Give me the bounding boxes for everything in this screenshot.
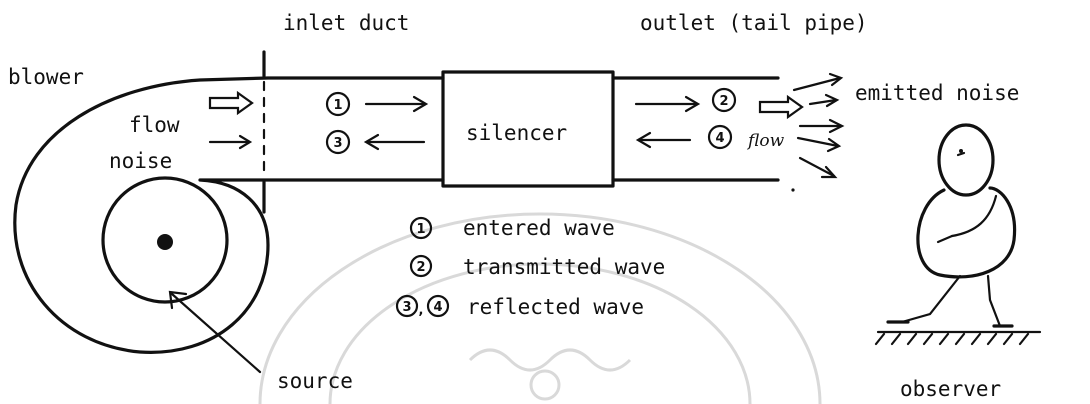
legend-text-entered: entered wave xyxy=(463,216,615,240)
wave-marker-4: 4 xyxy=(707,124,733,150)
observer-label: observer xyxy=(900,377,1001,401)
svg-text:3: 3 xyxy=(402,300,411,315)
svg-text:2: 2 xyxy=(416,260,425,275)
svg-text:3: 3 xyxy=(333,136,342,151)
flow-arrow-inlet xyxy=(208,90,254,116)
flow-arrow-outlet xyxy=(758,94,804,120)
wave-marker-1: 1 xyxy=(325,91,351,117)
source-arrow xyxy=(168,290,262,374)
svg-text:1: 1 xyxy=(333,98,342,113)
wave-marker-2: 2 xyxy=(711,87,737,113)
wave-3-arrow xyxy=(363,133,426,151)
blower-label: blower xyxy=(8,65,84,89)
svg-text:1: 1 xyxy=(416,222,425,237)
svg-text:4: 4 xyxy=(433,300,442,315)
outlet-flow-label: flow xyxy=(746,131,785,151)
source-label: source xyxy=(277,369,353,393)
emitted-noise-arrows xyxy=(791,72,845,192)
svg-text:2: 2 xyxy=(719,94,728,109)
legend-text-transmitted: transmitted wave xyxy=(463,255,665,279)
inlet-duct-label: inlet duct xyxy=(283,11,409,35)
watermark xyxy=(258,212,822,404)
silencer-box xyxy=(441,70,615,188)
wave-2-arrow xyxy=(634,95,701,113)
wave-1-arrow xyxy=(364,95,429,113)
blower-hub xyxy=(157,234,173,250)
wave-4-arrow xyxy=(635,131,692,149)
wave-marker-3: 3 xyxy=(325,129,351,155)
blower-wheel xyxy=(101,176,229,304)
legend-marker-1: 1 xyxy=(409,216,433,240)
legend-marker-3: 3 xyxy=(395,294,419,318)
observer-figure xyxy=(886,123,1017,328)
legend-marker-2: 2 xyxy=(409,254,433,278)
legend-marker-4: 4 xyxy=(426,294,450,318)
outlet-label: outlet (tail pipe) xyxy=(640,11,868,35)
noise-arrow xyxy=(208,134,253,150)
emitted-noise-label: emitted noise xyxy=(855,81,1019,105)
legend-marker-comma: , xyxy=(419,303,424,318)
flow-label: flow xyxy=(129,113,180,137)
legend-text-reflected: reflected wave xyxy=(467,295,644,319)
ground xyxy=(874,330,1042,346)
silencer-label: silencer xyxy=(466,121,567,145)
noise-label: noise xyxy=(109,149,172,173)
blower-housing xyxy=(13,76,445,354)
svg-text:4: 4 xyxy=(715,131,724,146)
